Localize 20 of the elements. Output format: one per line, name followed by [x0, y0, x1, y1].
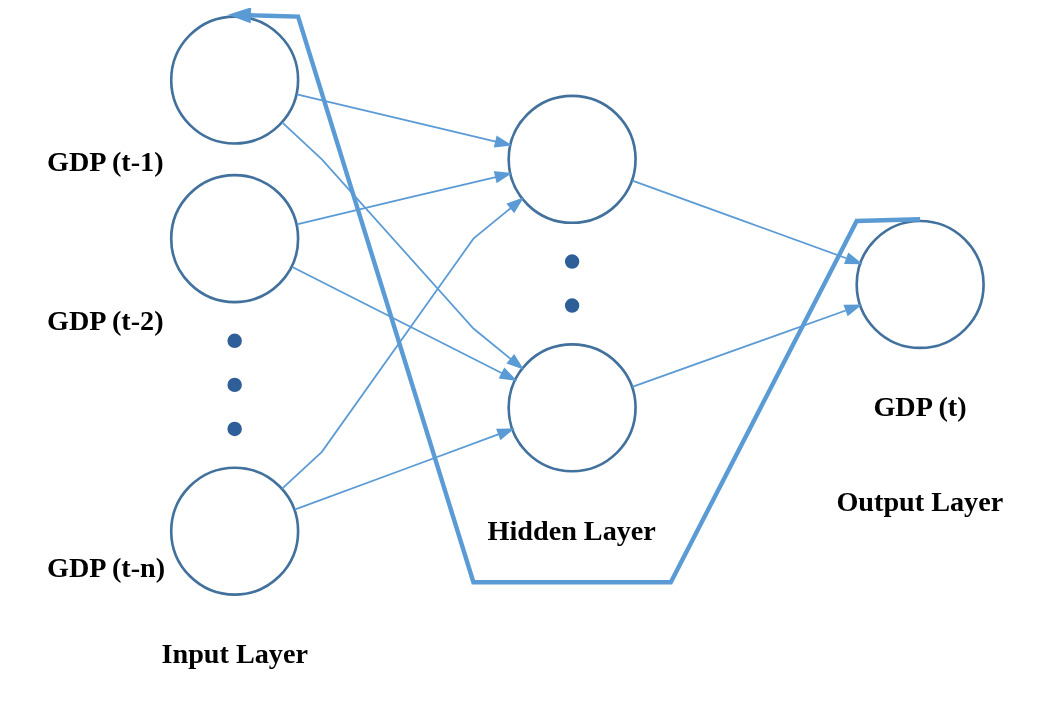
node-circle: [169, 15, 300, 145]
label: Input Layer: [161, 637, 308, 669]
arrow: [296, 93, 513, 148]
arrow: [228, 8, 921, 585]
arrow: [293, 428, 515, 511]
node-label: GDP (t-n): [46, 551, 166, 583]
arrow: [281, 121, 524, 370]
arrow: [631, 304, 863, 388]
node-circle: [855, 219, 985, 350]
node-label: GDP (t-2): [46, 304, 164, 336]
node-circle: [169, 173, 300, 304]
node-label: GDP (t-1): [46, 146, 164, 178]
label: Output Layer: [836, 486, 1004, 518]
arrow: [296, 171, 513, 226]
label: Hidden Layer: [487, 514, 656, 546]
node-label: GDP (t): [873, 391, 967, 423]
arrow: [291, 266, 518, 381]
arrow: [281, 197, 524, 490]
node-circle: [169, 466, 300, 596]
arrow: [631, 179, 863, 265]
